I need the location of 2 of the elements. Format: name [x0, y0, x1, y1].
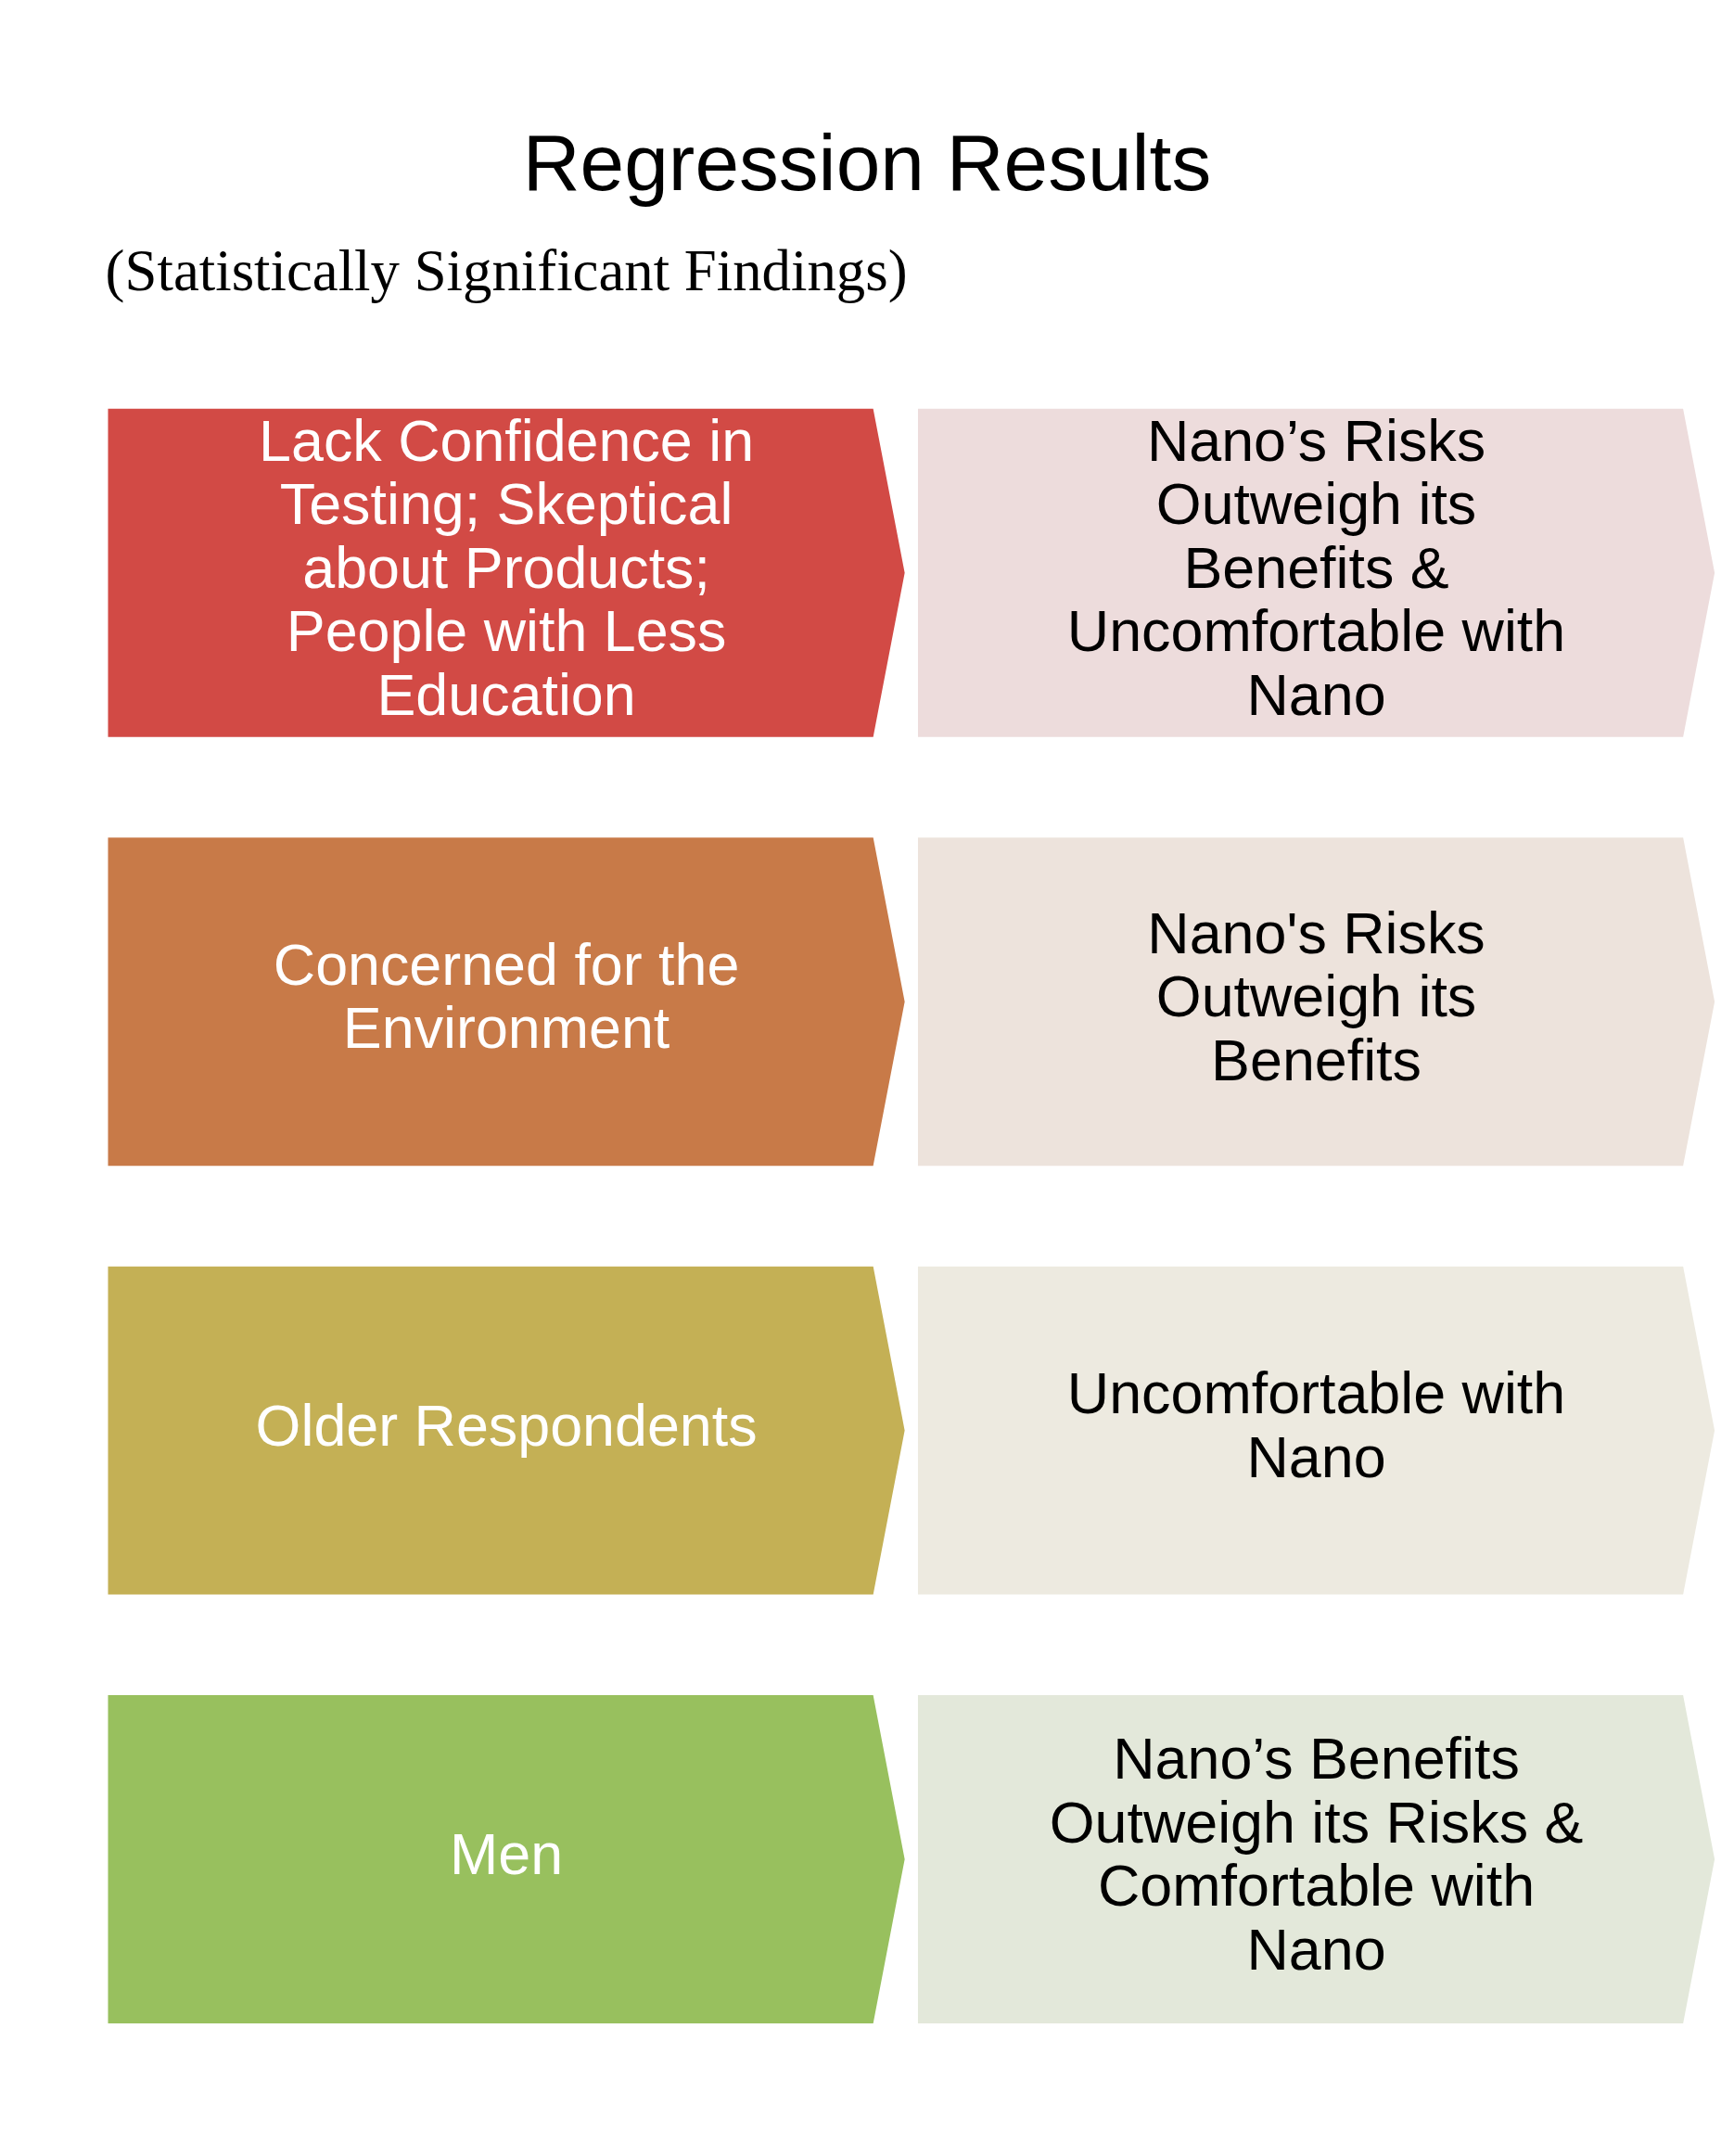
diagram-title: Regression Results	[522, 117, 1212, 207]
label: (Statistically Significant Findings)	[105, 237, 908, 303]
